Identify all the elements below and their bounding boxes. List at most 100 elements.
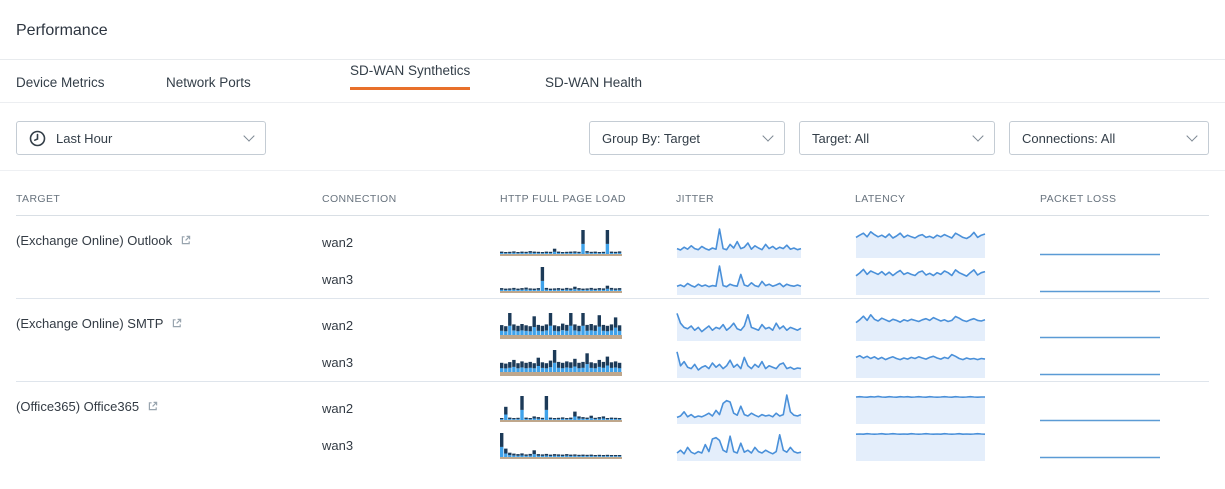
table-header-row: Target Connection HTTP Full Page Load Ji… [16, 171, 1209, 216]
http-full-page-load-cell [500, 344, 676, 381]
target-filter-value: Target: All [812, 130, 870, 146]
jitter-sparkline [676, 348, 802, 378]
packet-loss-cell [1040, 307, 1209, 344]
http-full-page-load-sparkline [500, 312, 622, 339]
packet-loss-sparkline [1040, 350, 1160, 376]
tab-label: Network Ports [166, 75, 251, 90]
http-full-page-load-cell [500, 261, 676, 298]
tab-network-ports[interactable]: Network Ports [166, 75, 350, 102]
http-full-page-load-cell [500, 307, 676, 344]
packet-loss-sparkline [1040, 230, 1160, 256]
jitter-cell [676, 344, 855, 381]
latency-cell [855, 224, 1040, 261]
packet-loss-cell [1040, 344, 1209, 381]
jitter-cell [676, 427, 855, 464]
connection-name: wan2 [322, 401, 354, 416]
target-group-row: (Exchange Online) SMTP wan2 wan3 [16, 299, 1209, 382]
external-link-icon[interactable] [147, 400, 159, 412]
connection-cell: wan2 [322, 390, 500, 427]
latency-cell [855, 261, 1040, 298]
latency-sparkline [855, 265, 986, 295]
latency-sparkline [855, 228, 986, 258]
target-cell: (Exchange Online) Outlook [16, 224, 322, 298]
column-header-http-full-page-load: HTTP Full Page Load [500, 193, 626, 205]
divider [0, 170, 1225, 171]
target-name: (Exchange Online) SMTP [16, 316, 164, 331]
latency-sparkline [855, 311, 986, 341]
packet-loss-cell [1040, 427, 1209, 464]
latency-cell [855, 307, 1040, 344]
chevron-down-icon [1186, 130, 1198, 142]
connection-name: wan3 [322, 355, 354, 370]
connections-filter-dropdown[interactable]: Connections: All [1009, 121, 1209, 155]
connection-name: wan3 [322, 272, 354, 287]
column-header-packet-loss: Packet Loss [1040, 193, 1117, 205]
jitter-cell [676, 390, 855, 427]
target-cell: (Exchange Online) SMTP [16, 307, 322, 381]
connection-cell: wan2 [322, 307, 500, 344]
http-full-page-load-cell [500, 224, 676, 261]
jitter-cell [676, 307, 855, 344]
http-full-page-load-sparkline [500, 229, 622, 256]
latency-cell [855, 427, 1040, 464]
target-group-row: (Office365) Office365 wan2 wan3 [16, 382, 1209, 464]
external-link-icon[interactable] [180, 234, 192, 246]
chevron-down-icon [243, 130, 255, 142]
jitter-sparkline [676, 431, 802, 461]
tab-sdwan-health[interactable]: SD-WAN Health [545, 75, 642, 102]
column-header-target: Target [16, 193, 61, 205]
jitter-cell [676, 261, 855, 298]
http-full-page-load-sparkline [500, 395, 622, 422]
connection-name: wan2 [322, 235, 354, 250]
column-header-latency: Latency [855, 193, 906, 205]
packet-loss-cell [1040, 261, 1209, 298]
filter-bar: Last Hour Group By: Target Target: All C… [16, 121, 1209, 155]
packet-loss-sparkline [1040, 396, 1160, 422]
target-name: (Office365) Office365 [16, 399, 140, 414]
connections-filter-value: Connections: All [1022, 130, 1116, 146]
packet-loss-sparkline [1040, 267, 1160, 293]
tab-label: SD-WAN Synthetics [350, 63, 471, 90]
column-header-jitter: Jitter [676, 193, 714, 205]
http-full-page-load-sparkline [500, 349, 622, 376]
tab-label: SD-WAN Health [545, 75, 643, 90]
connection-name: wan3 [322, 438, 354, 453]
tab-sdwan-synthetics[interactable]: SD-WAN Synthetics [350, 63, 545, 102]
http-full-page-load-cell [500, 390, 676, 427]
time-range-dropdown[interactable]: Last Hour [16, 121, 266, 155]
connection-cell: wan3 [322, 261, 500, 298]
target-name: (Exchange Online) Outlook [16, 233, 173, 248]
latency-cell [855, 390, 1040, 427]
http-full-page-load-sparkline [500, 432, 622, 459]
target-filter-dropdown[interactable]: Target: All [799, 121, 995, 155]
packet-loss-cell [1040, 390, 1209, 427]
target-group-row: (Exchange Online) Outlook wan2 wan3 [16, 216, 1209, 299]
page-title: Performance [16, 22, 108, 39]
connection-cell: wan3 [322, 427, 500, 464]
packet-loss-cell [1040, 224, 1209, 261]
connection-cell: wan3 [322, 344, 500, 381]
target-cell: (Office365) Office365 [16, 390, 322, 464]
chevron-down-icon [762, 130, 774, 142]
group-by-value: Group By: Target [602, 130, 701, 146]
jitter-sparkline [676, 311, 802, 341]
latency-sparkline [855, 394, 986, 424]
page-header: Performance [0, 0, 1225, 60]
latency-sparkline [855, 348, 986, 378]
connection-cell: wan2 [322, 224, 500, 261]
jitter-sparkline [676, 393, 802, 424]
external-link-icon[interactable] [171, 317, 183, 329]
http-full-page-load-cell [500, 427, 676, 464]
jitter-sparkline [676, 227, 802, 258]
time-range-value: Last Hour [56, 130, 113, 146]
tab-device-metrics[interactable]: Device Metrics [16, 75, 166, 102]
jitter-cell [676, 224, 855, 261]
packet-loss-sparkline [1040, 313, 1160, 339]
column-header-connection: Connection [322, 193, 397, 205]
jitter-sparkline [676, 264, 802, 295]
group-by-dropdown[interactable]: Group By: Target [589, 121, 785, 155]
packet-loss-sparkline [1040, 433, 1160, 459]
http-full-page-load-sparkline [500, 266, 622, 293]
clock-icon [29, 130, 46, 147]
connection-name: wan2 [322, 318, 354, 333]
